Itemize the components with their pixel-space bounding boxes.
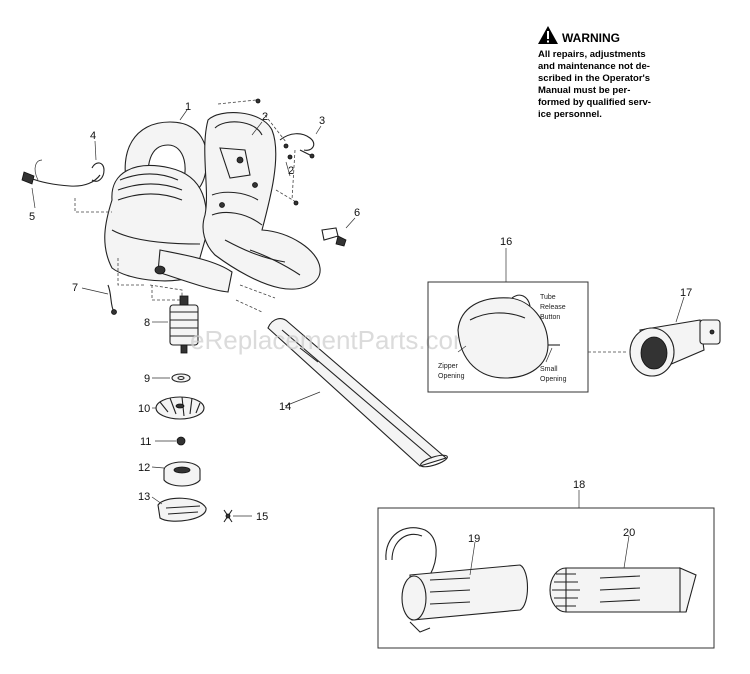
callout-2a: 2	[262, 111, 268, 123]
warning-line-4: Manual must be per-	[538, 85, 630, 96]
tube-release-label-1: Tube	[540, 294, 556, 301]
screw-parts	[255, 98, 299, 206]
callout-20: 20	[623, 527, 635, 539]
callout-17: 17	[680, 287, 692, 299]
callout-18: 18	[573, 479, 585, 491]
warning-title: WARNING	[562, 31, 620, 45]
callout-10: 10	[138, 403, 150, 415]
vacuum-kit-box	[377, 507, 715, 649]
zipper-label-2: Opening	[438, 373, 465, 380]
bag-adapter	[629, 319, 721, 377]
vacuum-tube-upper	[385, 527, 529, 633]
warning-line-1: All repairs, adjustments	[538, 49, 646, 60]
motor	[169, 295, 199, 354]
callout-2b: 2	[288, 165, 294, 177]
callout-5: 5	[29, 211, 35, 223]
nut	[176, 436, 186, 446]
tube-release-label-2: Release	[540, 304, 566, 311]
callout-16: 16	[500, 236, 512, 248]
bag-kit-box	[427, 281, 589, 393]
callout-9: 9	[144, 373, 150, 385]
callout-14: 14	[279, 401, 291, 413]
cover-plate	[157, 497, 207, 522]
tube-release-label-3: Button	[540, 314, 560, 321]
zipper-label-1: Zipper	[438, 363, 459, 370]
latch-part	[321, 227, 347, 247]
washer	[171, 373, 191, 383]
warning-line-6: ice personnel.	[538, 109, 602, 120]
callout-3: 3	[319, 115, 325, 127]
blower-housing	[104, 121, 233, 293]
housing-half	[202, 112, 321, 290]
callout-8: 8	[144, 317, 150, 329]
callout-11: 11	[140, 436, 151, 448]
impeller	[155, 396, 205, 420]
small-opening-label-1: Small	[540, 366, 558, 373]
warning-line-3: scribed in the Operator's	[538, 73, 650, 84]
warning-triangle-icon	[538, 26, 558, 44]
cord-clip-part	[107, 284, 117, 315]
callout-7: 7	[72, 282, 78, 294]
small-opening-label-2: Opening	[540, 376, 567, 383]
watermark: eReplacementParts.com	[190, 325, 475, 355]
warning-line-2: and maintenance not de-	[538, 61, 650, 72]
callout-4: 4	[90, 130, 96, 142]
screw-15	[223, 509, 233, 523]
callout-15: 15	[256, 511, 268, 523]
warning-block: WARNING All repairs, adjustments and mai…	[538, 26, 651, 120]
clip-part	[279, 133, 315, 159]
callout-13: 13	[138, 491, 150, 503]
cord-assembly	[21, 159, 105, 187]
vacuum-tube-lower	[549, 567, 697, 613]
collar	[163, 461, 201, 487]
callout-12: 12	[138, 462, 150, 474]
callout-19: 19	[468, 533, 480, 545]
warning-line-5: formed by qualified serv-	[538, 97, 651, 108]
blower-tube	[267, 318, 448, 468]
callout-6: 6	[354, 207, 360, 219]
callout-1: 1	[185, 101, 191, 113]
collection-bag	[457, 294, 560, 379]
